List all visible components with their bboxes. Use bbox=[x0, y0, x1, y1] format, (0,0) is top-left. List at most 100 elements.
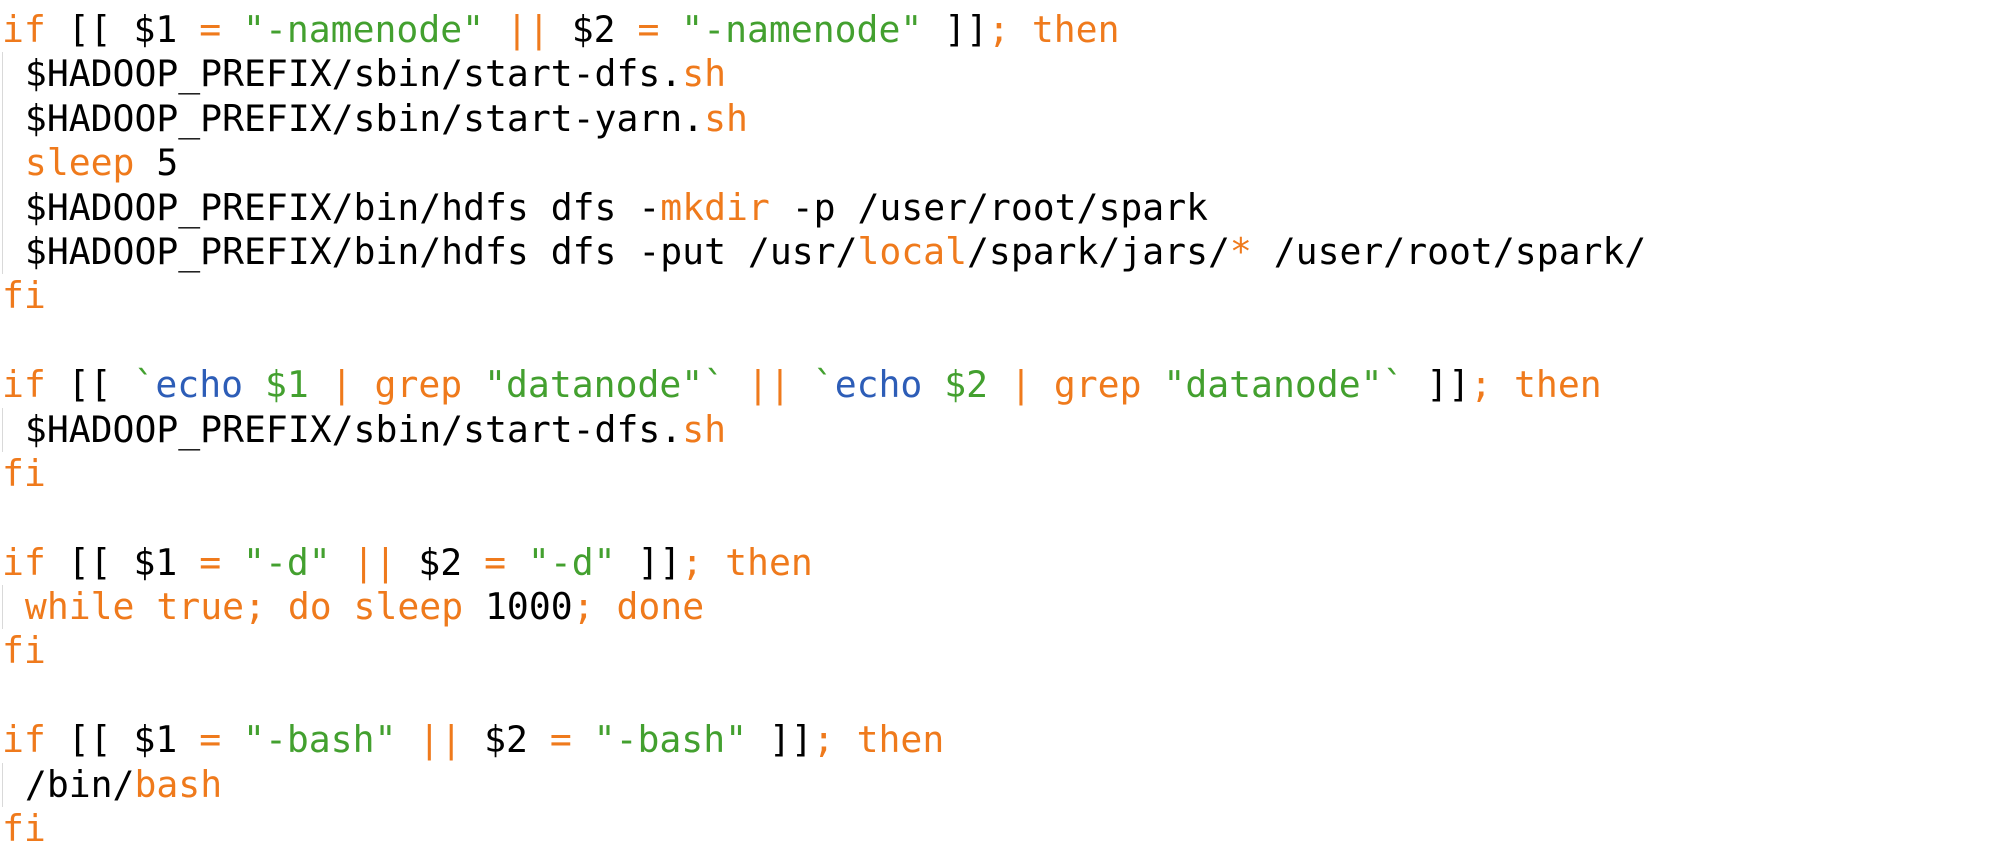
code-token-keyword: sh bbox=[682, 407, 727, 451]
code-token-text bbox=[3, 585, 25, 628]
code-token-text: $2 bbox=[462, 718, 550, 762]
code-token-keyword: || bbox=[352, 540, 397, 584]
indent-guide bbox=[2, 407, 3, 452]
code-token-keyword: = bbox=[484, 540, 506, 584]
indent-guide bbox=[2, 96, 3, 142]
code-token-keyword: ; bbox=[988, 8, 1010, 51]
code-token-text bbox=[462, 363, 484, 406]
code-token-text bbox=[221, 541, 243, 584]
code-token-text: ]] bbox=[922, 8, 989, 51]
code-token-keyword: mkdir bbox=[660, 185, 770, 229]
code-token-string: ` bbox=[812, 363, 835, 407]
code-token-text: ]] bbox=[747, 718, 813, 762]
code-token-keyword: if bbox=[2, 363, 46, 407]
code-token-text bbox=[1010, 8, 1032, 51]
code-token-keyword: = bbox=[199, 8, 222, 51]
code-token-text bbox=[835, 718, 857, 761]
code-token-text: [[ $1 bbox=[45, 540, 200, 584]
code-token-string: "-d" bbox=[243, 540, 331, 584]
code-line: fi bbox=[2, 629, 1646, 673]
code-token-keyword: sh bbox=[704, 96, 748, 140]
code-token-keyword: fi bbox=[2, 807, 46, 851]
code-token-text bbox=[791, 363, 813, 406]
indent-guide bbox=[2, 141, 3, 186]
code-token-keyword: | bbox=[1010, 363, 1032, 407]
code-token-variable: $2 bbox=[944, 363, 989, 407]
code-token-keyword: while true; do sleep bbox=[24, 585, 464, 629]
code-token-text: /user/root/spark/ bbox=[1251, 229, 1647, 273]
code-token-string: "-bash" bbox=[243, 718, 397, 762]
code-token-keyword: if bbox=[2, 8, 46, 51]
code-token-keyword: ; bbox=[1470, 363, 1493, 407]
code-token-keyword: | bbox=[330, 363, 353, 407]
code-token-text: [[ $1 bbox=[45, 8, 200, 51]
code-token-string: "-bash" bbox=[593, 718, 748, 762]
code-token-text bbox=[659, 8, 681, 51]
code-token-text bbox=[484, 8, 506, 51]
code-token-text bbox=[703, 541, 725, 584]
code-token-keyword: ; bbox=[812, 718, 835, 762]
code-token-keyword: = bbox=[637, 8, 660, 51]
code-token-text bbox=[396, 718, 418, 761]
code-token-text: $HADOOP_PREFIX/bin/hdfs dfs - bbox=[3, 185, 661, 229]
code-token-text bbox=[309, 363, 331, 406]
code-line: while true; do sleep 1000; done bbox=[2, 585, 1646, 630]
code-line: fi bbox=[2, 807, 1646, 851]
code-token-string: "-namenode" bbox=[243, 8, 485, 51]
code-token-keyword: then bbox=[1514, 363, 1602, 407]
code-line: fi bbox=[2, 274, 1646, 318]
code-token-text bbox=[1142, 363, 1164, 406]
code-token-text: ]] bbox=[615, 540, 682, 584]
code-token-text bbox=[331, 541, 353, 584]
code-token-string: "-namenode" bbox=[681, 8, 923, 51]
code-line: $HADOOP_PREFIX/bin/hdfs dfs -put /usr/lo… bbox=[2, 229, 1647, 275]
code-token-text: $2 bbox=[396, 540, 485, 584]
code-token-keyword: fi bbox=[2, 274, 46, 318]
code-token-text: [[ $1 bbox=[45, 718, 200, 762]
code-token-text bbox=[922, 363, 944, 406]
code-token-text bbox=[221, 718, 243, 761]
code-token-keyword: if bbox=[2, 540, 46, 584]
code-token-text: /bin/ bbox=[3, 762, 135, 806]
code-token-text bbox=[3, 141, 25, 184]
code-token-text: 5 bbox=[134, 141, 179, 185]
code-token-text: ]] bbox=[1404, 363, 1471, 407]
code-token-string: ` bbox=[133, 363, 156, 407]
code-token-keyword: * bbox=[1229, 229, 1252, 273]
code-token-text bbox=[353, 363, 375, 406]
code-line: if [[ $1 = "-d" || $2 = "-d" ]]; then bbox=[2, 541, 1646, 585]
code-line: $HADOOP_PREFIX/sbin/start-dfs.sh bbox=[2, 407, 1646, 452]
code-token-string: "-d" bbox=[527, 540, 616, 584]
code-token-command: echo bbox=[834, 363, 923, 407]
code-token-keyword: = bbox=[549, 718, 572, 762]
code-token-keyword: sh bbox=[682, 52, 727, 96]
code-token-string: "datanode"` bbox=[484, 363, 726, 407]
code-line: fi bbox=[2, 452, 1646, 496]
code-token-text bbox=[243, 363, 265, 406]
code-token-text bbox=[572, 718, 594, 761]
code-line: if [[ $1 = "-namenode" || $2 = "-namenod… bbox=[2, 8, 1646, 52]
indent-guide bbox=[2, 585, 3, 630]
code-token-keyword: = bbox=[199, 718, 222, 762]
code-token-text: $2 bbox=[549, 8, 638, 51]
code-line: if [[ $1 = "-bash" || $2 = "-bash" ]]; t… bbox=[2, 718, 1646, 762]
indent-guide bbox=[2, 762, 3, 808]
code-token-keyword: if bbox=[2, 718, 46, 762]
code-token-string: "datanode"` bbox=[1163, 363, 1405, 407]
code-token-keyword: grep bbox=[1053, 363, 1142, 407]
code-line: $HADOOP_PREFIX/sbin/start-yarn.sh bbox=[2, 96, 1646, 142]
code-editor[interactable]: if [[ $1 = "-namenode" || $2 = "-namenod… bbox=[2, 8, 1646, 851]
indent-guide bbox=[2, 52, 3, 97]
code-token-text: -p /user/root/spark bbox=[769, 185, 1209, 229]
code-line: sleep 5 bbox=[2, 141, 1646, 186]
code-line bbox=[2, 319, 1646, 363]
code-line bbox=[2, 674, 1646, 718]
code-line: if [[ `echo $1 | grep "datanode"` || `ec… bbox=[2, 363, 1646, 407]
code-token-text: [[ bbox=[45, 363, 134, 407]
code-token-keyword: sleep bbox=[24, 141, 135, 185]
code-token-keyword: ; done bbox=[572, 585, 705, 629]
code-token-text bbox=[988, 363, 1010, 406]
code-token-text bbox=[1492, 363, 1514, 406]
code-token-keyword: || bbox=[747, 363, 791, 407]
code-token-keyword: fi bbox=[2, 629, 46, 673]
